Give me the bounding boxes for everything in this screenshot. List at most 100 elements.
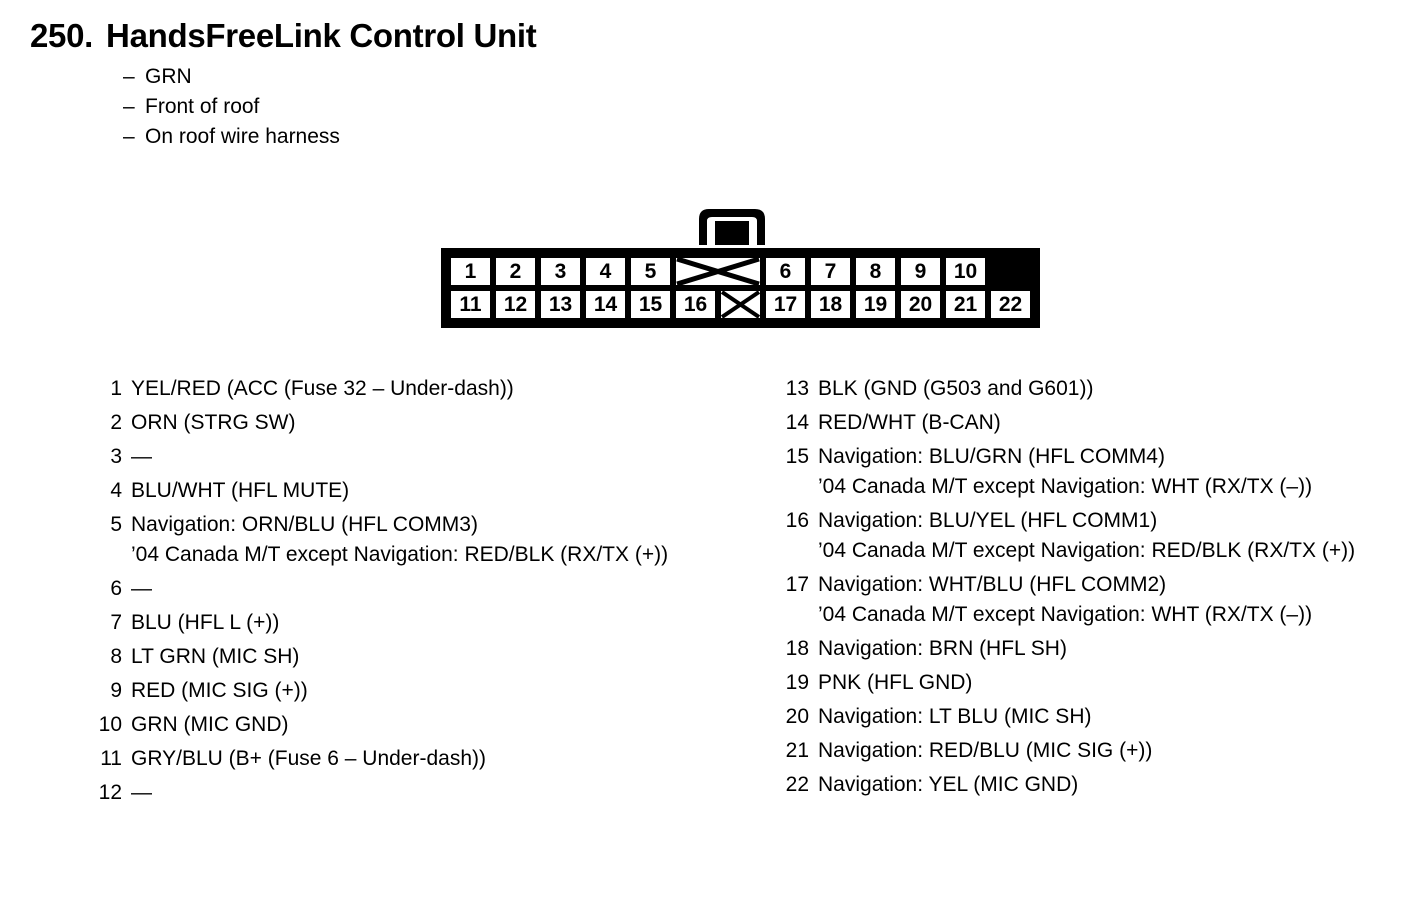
- pin-number: 16: [785, 509, 809, 532]
- pin-wire-spec: Navigation: RED/BLU (MIC SIG (+)): [818, 739, 1153, 762]
- connector-pin-cell-9: 9: [901, 258, 940, 285]
- pin-wire-spec: Navigation: YEL (MIC GND): [818, 773, 1079, 796]
- pin-description: Navigation: ORN/BLU (HFL COMM3)’04 Canad…: [131, 510, 748, 570]
- pin-number: 2: [110, 411, 122, 434]
- pin-number: 20: [785, 705, 809, 728]
- pin-description: Navigation: YEL (MIC GND): [818, 770, 1395, 800]
- pin-description: GRY/BLU (B+ (Fuse 6 – Under-dash)): [131, 744, 748, 774]
- connector-note-text: GRN: [145, 65, 192, 88]
- pin-description: RED/WHT (B-CAN): [818, 408, 1395, 438]
- pin-wire-spec: —: [131, 781, 152, 804]
- connector-pin-number: 10: [953, 260, 978, 283]
- dash-bullet-icon: –: [123, 95, 135, 118]
- pin-wire-spec: Navigation: LT BLU (MIC SH): [818, 705, 1092, 728]
- pin-number: 19: [785, 671, 809, 694]
- pin-description: BLU (HFL L (+)): [131, 608, 748, 638]
- connector-pin-number: 20: [908, 293, 933, 316]
- pin-number: 13: [785, 377, 809, 400]
- pin-wire-spec: BLU (HFL L (+)): [131, 611, 280, 634]
- connector-note: –Front of roof: [123, 92, 1370, 122]
- pin-entry: 12—: [88, 778, 748, 808]
- pin-entry: 5 Navigation: ORN/BLU (HFL COMM3)’04 Cana…: [88, 510, 748, 570]
- connector-pin-cell-7: 7: [811, 258, 850, 285]
- pin-wire-spec: Navigation: ORN/BLU (HFL COMM3): [131, 513, 478, 536]
- dash-bullet-icon: –: [123, 125, 135, 148]
- pin-wire-spec: RED/WHT (B-CAN): [818, 411, 1001, 434]
- pin-description: GRN (MIC GND): [131, 710, 748, 740]
- pin-description: ORN (STRG SW): [131, 408, 748, 438]
- pin-wire-spec: LT GRN (MIC SH): [131, 645, 300, 668]
- connector-pin-number: 1: [464, 260, 477, 283]
- pin-description: RED (MIC SIG (+)): [131, 676, 748, 706]
- connector-note: –GRN: [123, 62, 1370, 92]
- pin-wire-spec: —: [131, 577, 152, 600]
- connector-pin-number: 15: [638, 293, 663, 316]
- pin-wire-spec-alt: ’04 Canada M/T except Navigation: RED/BL…: [818, 539, 1356, 562]
- pin-description: Navigation: BLU/GRN (HFL COMM4)’04 Canad…: [818, 442, 1395, 502]
- pin-description: Navigation: WHT/BLU (HFL COMM2) ’04 Canad…: [818, 570, 1395, 630]
- pin-number: 18: [785, 637, 809, 660]
- connector-pin-number: 7: [824, 260, 837, 283]
- pin-wire-spec: ORN (STRG SW): [131, 411, 296, 434]
- pin-wire-spec: Navigation: BRN (HFL SH): [818, 637, 1067, 660]
- connector-latch-tab-icon: [689, 205, 775, 253]
- connector-pin-number: 4: [599, 260, 612, 283]
- connector-pin-number: 19: [863, 293, 888, 316]
- connector-pin-cell-15: 15: [631, 291, 670, 318]
- pin-wire-spec: Navigation: WHT/BLU (HFL COMM2): [818, 573, 1167, 596]
- pin-entry: 20 Navigation: LT BLU (MIC SH): [775, 702, 1395, 732]
- pin-number: 11: [100, 747, 122, 770]
- connector-pin-number: 2: [509, 260, 522, 283]
- pin-number: 5: [110, 513, 122, 536]
- connector-cavity-blank-top-5: [676, 258, 760, 285]
- pin-wire-spec-alt: ’04 Canada M/T except Navigation: WHT (R…: [818, 475, 1313, 498]
- pin-number: 8: [110, 645, 122, 668]
- pin-description: Navigation: BRN (HFL SH): [818, 634, 1395, 664]
- pin-entry: 3—: [88, 442, 748, 472]
- pin-description: LT GRN (MIC SH): [131, 642, 748, 672]
- pin-description: —: [131, 574, 748, 604]
- connector-latch: [441, 205, 1040, 248]
- pin-number: 4: [110, 479, 122, 502]
- connector-pin-number: 3: [554, 260, 567, 283]
- connector-pin-number: 5: [644, 260, 657, 283]
- connector-pin-cell-11: 11: [451, 291, 490, 318]
- connector-pin-cell-2: 2: [496, 258, 535, 285]
- connector-pin-cell-5: 5: [631, 258, 670, 285]
- connector-pin-cell-13: 13: [541, 291, 580, 318]
- pin-wire-spec: GRN (MIC GND): [131, 713, 289, 736]
- connector-pin-cell-20: 20: [901, 291, 940, 318]
- pin-description: YEL/RED (ACC (Fuse 32 – Under-dash)): [131, 374, 748, 404]
- connector-pin-number: 13: [548, 293, 573, 316]
- pin-description: BLU/WHT (HFL MUTE): [131, 476, 748, 506]
- pin-wire-spec: RED (MIC SIG (+)): [131, 679, 308, 702]
- pin-description: Navigation: LT BLU (MIC SH): [818, 702, 1395, 732]
- pin-entry: 4 BLU/WHT (HFL MUTE): [88, 476, 748, 506]
- pin-description: BLK (GND (G503 and G601)): [818, 374, 1395, 404]
- page-title-number: 250.: [30, 17, 94, 54]
- connector-pin-number: 18: [818, 293, 843, 316]
- connector-pin-number: 9: [914, 260, 927, 283]
- pin-description: —: [131, 778, 748, 808]
- connector-pin-cell-1: 1: [451, 258, 490, 285]
- pin-wire-spec-alt: ’04 Canada M/T except Navigation: WHT (R…: [818, 603, 1313, 626]
- page-title-text: HandsFreeLink Control Unit: [106, 17, 537, 54]
- pin-description: Navigation: RED/BLU (MIC SIG (+)): [818, 736, 1395, 766]
- connector-notes-list: –GRN–Front of roof–On roof wire harness: [123, 62, 1370, 152]
- pin-entry: 8 LT GRN (MIC SH): [88, 642, 748, 672]
- connector-pin-cell-10: 10: [946, 258, 985, 285]
